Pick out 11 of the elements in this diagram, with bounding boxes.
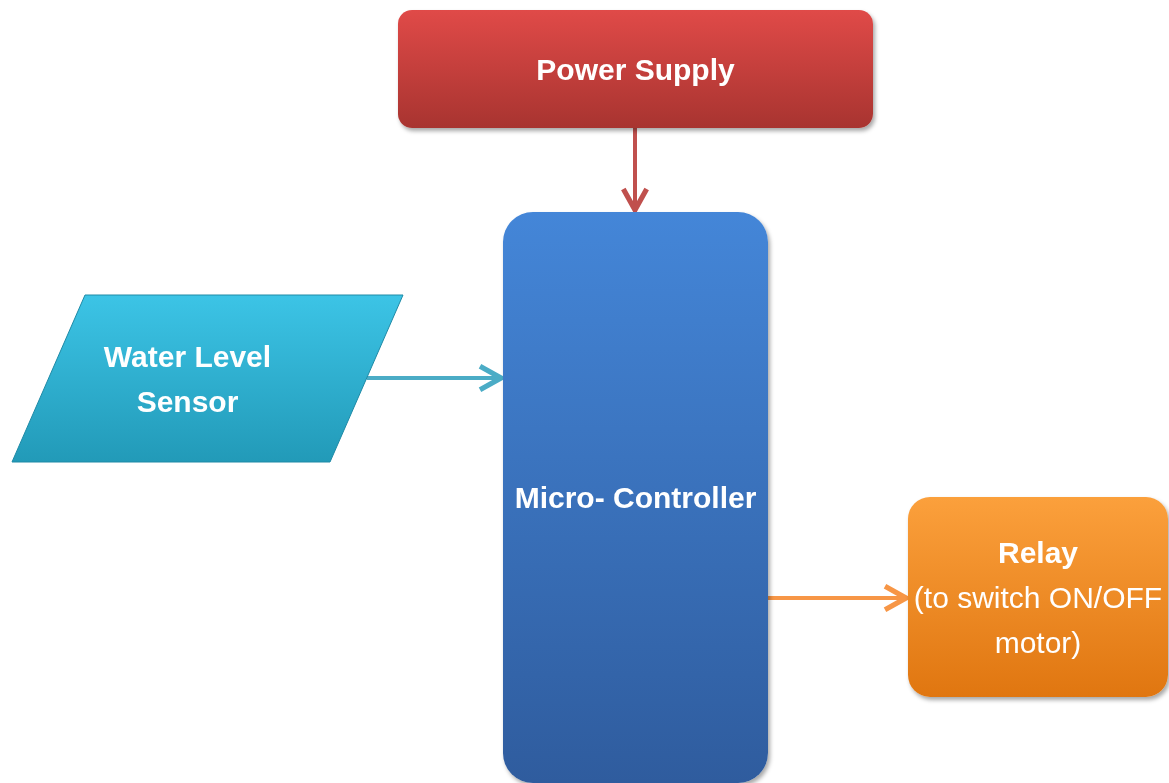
arrow [366, 363, 504, 393]
process-box [503, 212, 768, 783]
node-title: Water Level Sensor [102, 338, 273, 420]
arrow [768, 583, 909, 613]
process-box [908, 497, 1168, 697]
arrow [620, 128, 650, 213]
node-title: Power Supply [536, 51, 735, 88]
node-title: Relay [997, 534, 1079, 571]
node-description: (to switch ON/OFF motor) [912, 579, 1164, 661]
process-box [398, 10, 873, 128]
node-title: Micro- Controller [514, 480, 757, 516]
